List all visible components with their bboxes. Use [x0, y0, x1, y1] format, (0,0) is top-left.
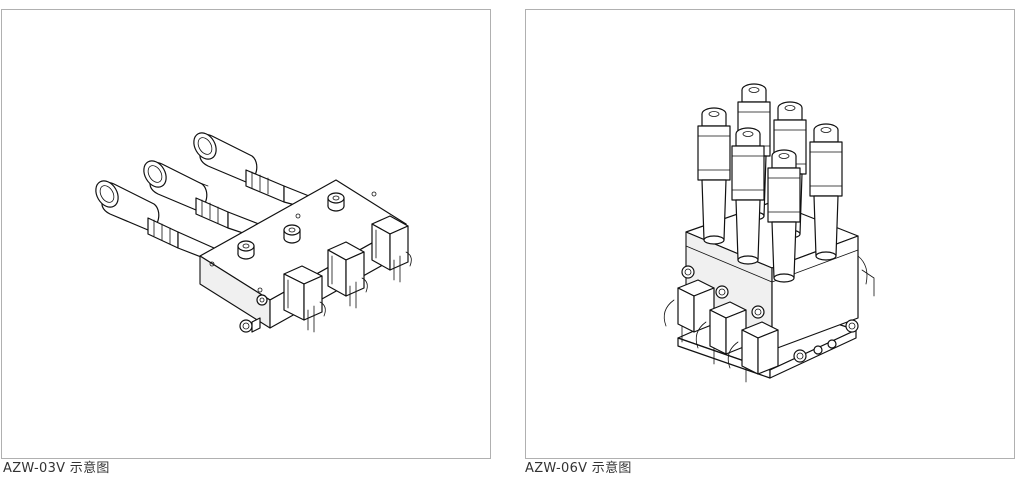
valve-drawing-azw-03v — [95, 132, 412, 333]
coil-box-3 — [727, 321, 779, 383]
solenoid-cylinder-2 — [143, 160, 265, 241]
side-fitting-right — [256, 294, 268, 306]
side-fitting-3 — [751, 305, 765, 319]
side-fitting-6 — [845, 319, 859, 333]
cylinder-1 — [697, 107, 731, 245]
side-fitting-2 — [715, 285, 729, 299]
coil-box-1 — [663, 279, 715, 343]
side-fitting-1 — [681, 265, 695, 279]
figure-azw-03v — [1, 9, 491, 460]
top-fitting-1 — [237, 240, 255, 260]
solenoid-cylinder-1 — [169, 132, 315, 211]
cylinder-6 — [767, 149, 801, 283]
caption-azw-03v: AZW-03V 示意图 — [3, 461, 110, 476]
coil-box-3 — [371, 215, 412, 283]
cylinder-4 — [731, 127, 765, 265]
coil-box-2 — [327, 241, 368, 309]
top-fitting-3 — [327, 192, 345, 212]
image-frame-azw-03v — [1, 9, 491, 459]
cylinder-5 — [809, 123, 843, 261]
caption-azw-06v: AZW-06V 示意图 — [525, 461, 632, 476]
side-fitting-left — [239, 317, 261, 333]
coil-box-1 — [283, 265, 326, 333]
side-fitting-4 — [793, 349, 807, 363]
side-bracket — [857, 255, 875, 297]
top-fitting-2 — [283, 224, 301, 244]
image-frame-azw-06v — [525, 9, 1015, 459]
valve-drawing-azw-06v — [663, 83, 875, 383]
side-fitting-5 — [813, 339, 837, 355]
figure-azw-06v — [525, 9, 1015, 460]
